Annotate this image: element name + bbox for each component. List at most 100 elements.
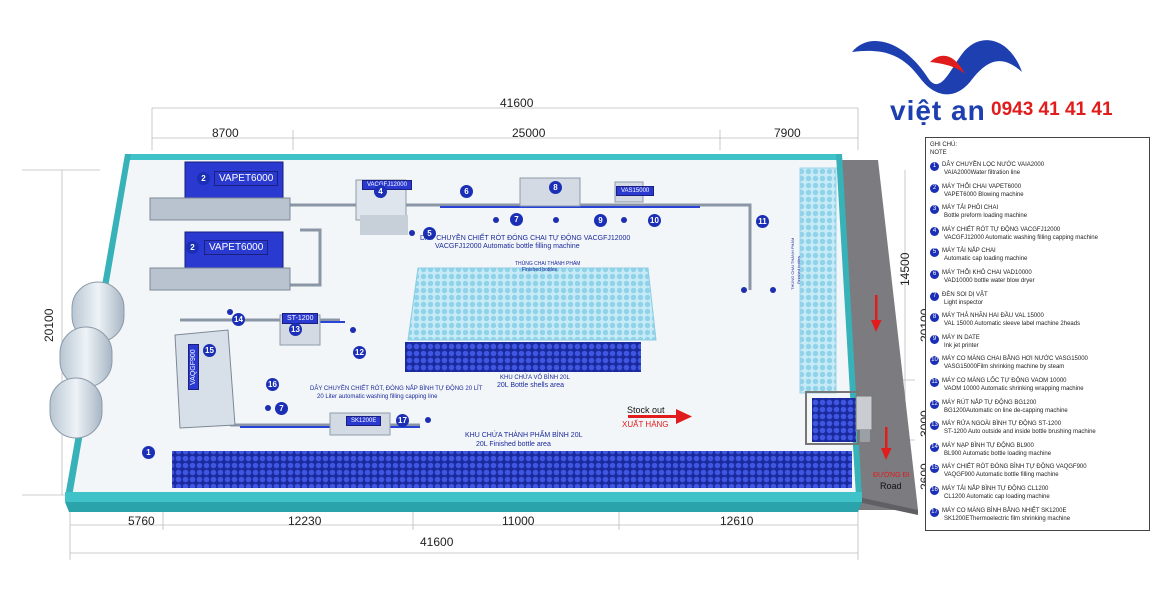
note-en: CL1200 Automatic cap loading machine [944, 494, 1050, 500]
note-en: VAD10000 bottle water blow dryer [944, 278, 1035, 284]
dim-left: 20100 [42, 308, 56, 342]
dim-bottom-seg-1: 5760 [128, 514, 155, 528]
dim-right-1: 14500 [898, 252, 912, 286]
brand-phone: 0943 41 41 41 [991, 99, 1113, 120]
finished-bottles-area [407, 267, 657, 341]
bottle-shells-area [405, 342, 641, 372]
note-vi: MÁY TẢI PHÔI CHAI [942, 205, 999, 212]
note-vi: MÁY CO MÀNG LỐC TỰ ĐỘNG VAOM 10000 [942, 378, 1067, 384]
dim-bottom-total: 41600 [420, 535, 454, 549]
machine-number: 14 [232, 313, 245, 326]
line1-caption-en: VACGFJ12000 Automatic bottle filling mac… [435, 243, 580, 250]
line2-caption-vi: DÂY CHUYỀN CHIẾT RÓT, ĐÓNG NẮP BÌNH TỰ Đ… [310, 386, 483, 392]
machine-number: 4 [374, 185, 387, 198]
machine-tag-vapet6000-2: VAPET6000 [204, 240, 269, 255]
note-vi: MÁY THỔI CHAI VAPET6000 [942, 183, 1022, 190]
stock-out-vi-label: XUẤT HÀNG [622, 420, 669, 429]
note-number: 1 [930, 162, 939, 171]
finished20-caption-en: 20L Finished bottle area [476, 441, 551, 448]
note-en: Ink jet printer [944, 342, 979, 349]
note-number: 12 [930, 399, 939, 409]
note-en: Bottle preform loading machine [944, 213, 1028, 220]
arrow-down-icon [871, 295, 892, 460]
note-en: ST-1200 Auto outside and inside bottle b… [944, 429, 1096, 436]
finished-caption-vi: THÙNG CHAI THÀNH PHẨM [515, 261, 581, 267]
note-number: 9 [930, 334, 939, 344]
note-number: 17 [930, 507, 939, 517]
note-number: 15 [930, 464, 939, 474]
machine-number: 10 [648, 214, 661, 227]
note-vi: MÁY CO MÀNG BÌNH BẰNG NHIỆT SK1200E [942, 507, 1067, 514]
wall-bottom [65, 492, 862, 502]
note-number: 4 [930, 226, 939, 236]
note-en: SK1200EThermoelectric film shrinking mac… [944, 515, 1071, 522]
logo-mark [852, 40, 1022, 95]
machine-tag-vas15000: VAS15000 [616, 186, 655, 196]
conveyor-caption-vi: THÙNG CHAI THÀNH PHẨM [790, 237, 795, 290]
dim-top-seg-1: 8700 [212, 126, 239, 140]
notes-title-en: NOTE [930, 150, 947, 156]
machine-tag-vapet6000-1: VAPET6000 [214, 171, 279, 186]
finished-caption-en: Finished bottles [522, 267, 558, 273]
machine-number: 5 [423, 227, 436, 240]
machine-tag-sk1200e: SK1200E [346, 416, 382, 426]
note-vi: MÁY TẢI NẮP CHAI [942, 248, 996, 255]
line1-caption-vi: DÂY CHUYỀN CHIẾT RÓT ĐÓNG CHAI TỰ ĐỘNG V… [420, 235, 631, 242]
note-number: 8 [930, 313, 939, 323]
machine-number: 8 [549, 181, 562, 194]
note-en: VAL 15000 Automatic sleeve label machine… [944, 321, 1081, 328]
note-en: Automatic cap loading machine [944, 256, 1028, 263]
machine-number: 11 [756, 215, 769, 228]
machine-tag-vaqgf900: VAQGF900 [188, 344, 199, 390]
dim-bottom-seg-2: 12230 [288, 514, 322, 528]
note-en: VAQGF900 Automatic bottle filling machin… [944, 472, 1059, 479]
note-vi: MÁY RÚT NẮP TỰ ĐỘNG BG1200 [942, 399, 1037, 406]
right-conveyor [799, 167, 837, 394]
dim-bottom-seg-4: 12610 [720, 514, 754, 528]
dim-top-seg-3: 7900 [774, 126, 801, 140]
notes-title-vi: GHI CHÚ: [930, 142, 957, 148]
machine-number: 13 [289, 323, 302, 336]
wall-top [130, 154, 842, 160]
note-en: VAIA2000Water filtration line [944, 170, 1021, 176]
machine-tag-st1200: ST-1200 [282, 313, 319, 324]
arrow-right-icon [628, 409, 692, 424]
note-vi: MÁY TẢI NẮP BÌNH TỰ ĐỘNG CL1200 [942, 486, 1049, 492]
stock-out-label: Stock out [627, 405, 665, 415]
note-number: 11 [930, 378, 939, 387]
note-vi: MÁY THỔI KHÔ CHAI VAD10000 [942, 270, 1032, 276]
machine-number: 1 [142, 446, 155, 459]
note-number: 14 [930, 442, 939, 452]
note-vi: MÁY RỬA NGOÀI BÌNH TỰ ĐỘNG ST-1200 [942, 421, 1062, 428]
machine-number: 2 [186, 241, 199, 254]
road-vi-label: ĐƯỜNG ĐI [873, 472, 910, 479]
note-en: VAPET6000 Blowing machine [944, 191, 1024, 198]
note-vi: MÁY CO MÀNG CHAI BẰNG HƠI NƯỚC VASG15000 [942, 356, 1088, 363]
note-vi: ĐÈN SOI DỊ VẬT [942, 291, 988, 298]
dim-top-total: 41600 [500, 96, 534, 110]
machine-number: 17 [396, 414, 409, 427]
note-number: 5 [930, 248, 939, 258]
machine-number: 9 [594, 214, 607, 227]
machine-number: 2 [197, 172, 210, 185]
machine-number: 6 [460, 185, 473, 198]
note-vi: MÁY THẢ NHÃN HAI ĐẦU VAL 15000 [942, 313, 1044, 320]
shells-caption-vi: KHU CHỨA VỎ BÌNH 20L [500, 375, 570, 381]
dim-top-seg-2: 25000 [512, 126, 546, 140]
note-en: BG1200Automatic on line de-capping machi… [944, 407, 1068, 414]
note-vi: DÂY CHUYỀN LỌC NƯỚC VAIA2000 [942, 162, 1045, 168]
machine-tag-vacgfj12000: VACGFJ12000 [362, 180, 412, 190]
note-en: BL900 Automatic bottle loading machine [944, 450, 1052, 457]
finished20-caption-vi: KHU CHỨA THÀNH PHẨM BÌNH 20L [465, 432, 583, 439]
note-vi: MÁY IN DATE [942, 334, 980, 341]
note-number: 10 [930, 356, 939, 366]
machine-number: 7 [510, 213, 523, 226]
machine-number: 12 [353, 346, 366, 359]
note-number: 3 [930, 205, 939, 215]
note-number: 2 [930, 183, 939, 193]
shells-caption-en: 20L Bottle shells area [497, 382, 565, 389]
brand-name: việt an [890, 95, 986, 126]
note-en: VACGFJ12000 Automatic washing filling ca… [944, 234, 1098, 241]
note-number: 6 [930, 270, 939, 279]
